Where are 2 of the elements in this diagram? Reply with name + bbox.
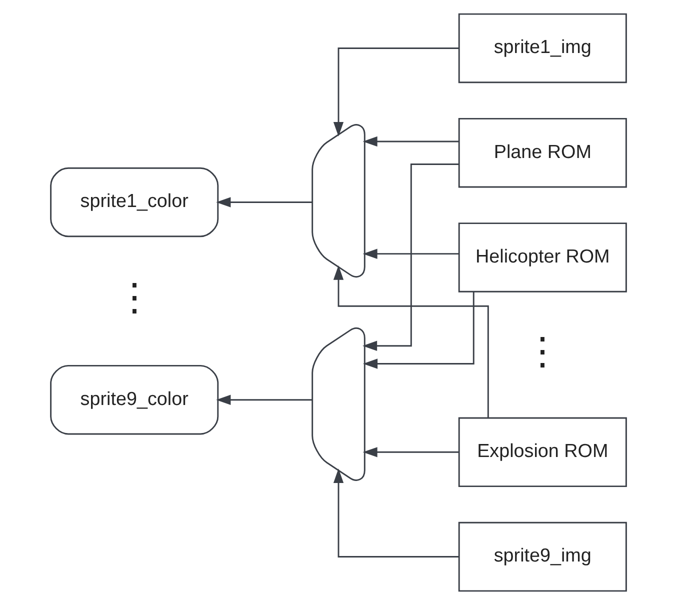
label: ⋮ bbox=[523, 330, 562, 373]
label: ⋮ bbox=[114, 277, 153, 320]
